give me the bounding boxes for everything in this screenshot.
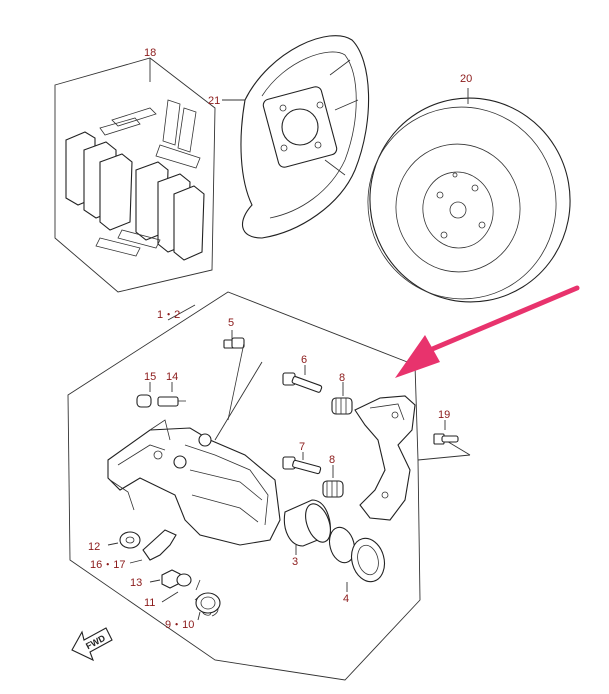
label-6: 6 xyxy=(301,354,307,366)
guide-pin-6 xyxy=(214,361,323,441)
label-16-17: 16・17 xyxy=(90,559,125,571)
label-4: 4 xyxy=(343,593,349,605)
label-13: 13 xyxy=(130,577,142,589)
label-12: 12 xyxy=(88,541,100,553)
bolt-5 xyxy=(223,330,245,421)
caliper-bracket xyxy=(354,395,416,521)
ring-11 xyxy=(161,573,192,603)
lever-16-17 xyxy=(129,529,177,564)
brake-rotor xyxy=(367,88,571,303)
highlight-arrow xyxy=(395,285,580,378)
boot-8-lower xyxy=(322,465,344,498)
bleeder-14 xyxy=(157,382,186,407)
label-20: 20 xyxy=(460,73,472,85)
pad-kit-group xyxy=(54,57,216,293)
label-15: 15 xyxy=(144,371,156,383)
label-14: 14 xyxy=(166,371,178,383)
spring-9-10 xyxy=(194,579,221,621)
label-8-lower: 8 xyxy=(329,454,335,466)
fwd-arrow: FWD xyxy=(71,627,113,662)
guide-pin-7 xyxy=(282,452,322,475)
label-21: 21 xyxy=(208,95,220,107)
bolt-19 xyxy=(433,420,459,445)
nut-13 xyxy=(149,569,181,589)
label-9-10: 9・10 xyxy=(165,619,194,631)
label-5: 5 xyxy=(228,317,234,329)
dust-shield xyxy=(240,35,370,239)
cap-15 xyxy=(136,382,152,408)
label-7: 7 xyxy=(299,441,305,453)
boot-8-upper xyxy=(331,382,353,415)
label-8-upper: 8 xyxy=(339,372,345,384)
piston-3 xyxy=(283,499,331,555)
brake-pad-right xyxy=(135,161,205,261)
label-1-2: 1・2 xyxy=(157,309,180,321)
label-19: 19 xyxy=(438,409,450,421)
label-11: 11 xyxy=(144,597,155,609)
caliper-body xyxy=(107,419,281,546)
label-18: 18 xyxy=(144,47,156,59)
pad-clips xyxy=(95,99,201,257)
label-3: 3 xyxy=(292,556,298,568)
washer-12 xyxy=(107,531,141,549)
brake-pad-left xyxy=(65,131,133,231)
seal-kit-4 xyxy=(328,526,386,592)
